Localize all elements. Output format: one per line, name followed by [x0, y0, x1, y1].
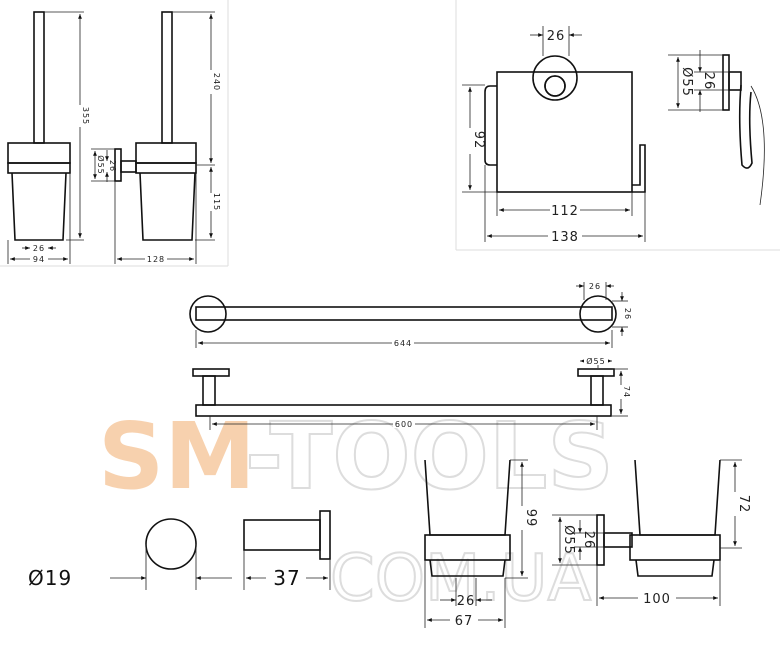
dim-center-distance: 600 [395, 420, 413, 429]
dim-plate-depth: 26 [623, 308, 632, 320]
dim-inner-width: 112 [551, 204, 579, 219]
dim-plate-width: 26 [589, 282, 601, 291]
dim-projection: 128 [147, 255, 165, 264]
dim-plate-width: 26 [547, 29, 566, 44]
watermark: SM -TOOLS COM.UA [98, 402, 615, 617]
watermark-domain: COM.UA [330, 542, 591, 616]
dim-total-length: 644 [394, 339, 412, 348]
dim-height-upper: 240 [212, 73, 221, 91]
dim-height-total: 355 [81, 107, 90, 125]
watermark-brand-b: -TOOLS [245, 403, 614, 510]
dim-width: 94 [33, 255, 45, 264]
dim-total-width: 138 [551, 230, 579, 245]
dim-plate-depth: 26 [581, 531, 596, 550]
dim-projection: 74 [622, 386, 631, 398]
dim-plate-diameter: Ø55 [586, 356, 605, 366]
dim-plate-diameter: Ø55 [679, 67, 694, 97]
dim-hook-diameter: Ø19 [28, 566, 72, 590]
dim-plate-depth: 26 [108, 160, 117, 172]
dim-height-right: 72 [736, 495, 751, 514]
dim-plate-depth: 26 [701, 72, 716, 91]
dim-handle-gap: 26 [33, 244, 45, 253]
dim-projection: 100 [643, 592, 671, 607]
tumbler-side [552, 459, 742, 606]
paper-holder-front [462, 26, 646, 242]
dim-height: 92 [471, 131, 486, 150]
dim-plate-width: 26 [457, 594, 476, 609]
dim-hook-projection: 37 [273, 566, 300, 590]
toilet-brush-front [7, 11, 84, 264]
dim-plate-diameter: Ø55 [561, 525, 576, 555]
watermark-brand-a: SM [98, 403, 256, 510]
hook [110, 510, 331, 590]
dim-plate-diameter: Ø55 [96, 155, 106, 174]
toilet-brush-side [91, 11, 215, 264]
dim-height: 99 [523, 509, 538, 528]
dim-height-lower: 115 [212, 193, 221, 211]
dim-width: 67 [455, 614, 474, 629]
paper-holder-side [668, 50, 765, 206]
